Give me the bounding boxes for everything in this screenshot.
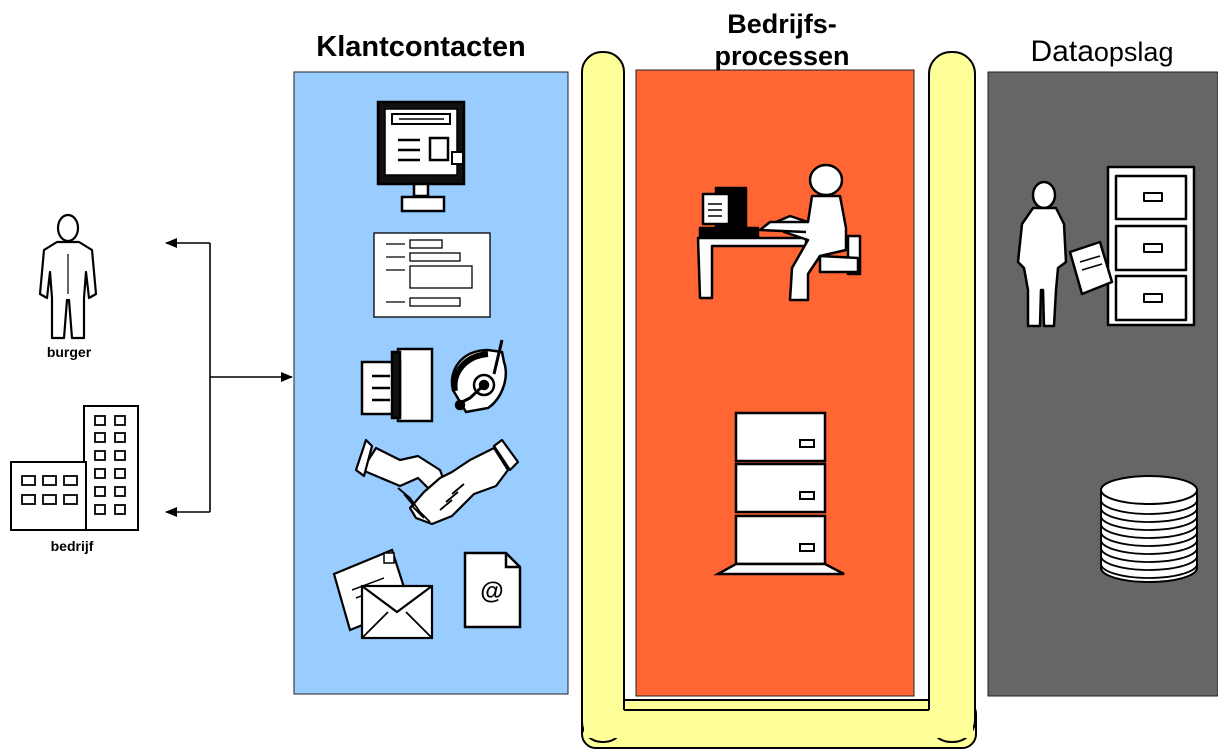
person-icon — [38, 213, 98, 340]
dataopslag-title-prefix: Data — [1031, 35, 1095, 68]
svg-text:@: @ — [480, 578, 503, 605]
burger-label: burger — [47, 344, 92, 360]
process-bus-band — [581, 51, 977, 749]
filing-cabinet-icon — [1016, 165, 1196, 328]
bedrijfsprocessen-panel — [635, 69, 915, 697]
database-disk-stack-icon — [1100, 475, 1198, 583]
channel-connector — [165, 238, 293, 517]
dataopslag-panel — [987, 71, 1218, 697]
fax-phone-icon — [360, 347, 434, 423]
office-worker-icon — [696, 163, 862, 302]
headset-icon — [450, 339, 507, 414]
server-icon — [713, 411, 845, 576]
letter-envelope-icon — [332, 548, 434, 640]
dataopslag-title-suffix: opslag — [1094, 37, 1174, 67]
handshake-icon — [354, 438, 520, 526]
building-icon — [10, 405, 139, 531]
klantcontacten-title: Klantcontacten — [316, 31, 525, 63]
bedrijfsprocessen-title-line1: Bedrijfs- — [727, 9, 837, 39]
dataopslag-title: Dataopslag — [1031, 35, 1174, 68]
bedrijf-label: bedrijf — [51, 538, 94, 554]
form-document-icon — [373, 232, 491, 318]
monitor-icon — [376, 100, 466, 213]
email-document-icon: @ — [463, 551, 522, 629]
bedrijfsprocessen-title-line2: processen — [714, 41, 849, 71]
